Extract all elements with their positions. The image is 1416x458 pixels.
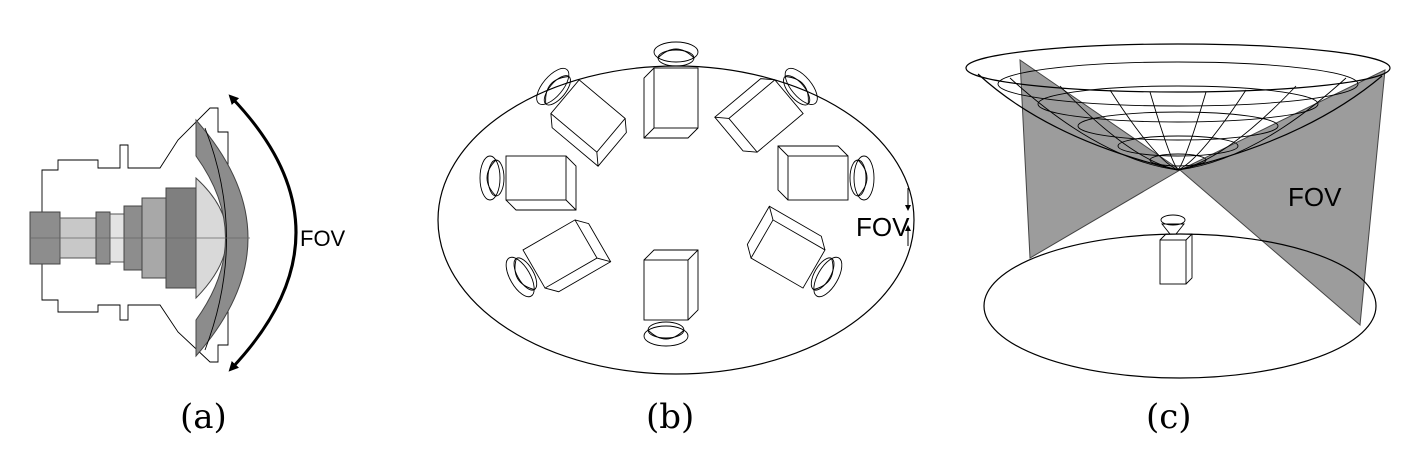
rig-ring xyxy=(437,65,915,375)
mirror-icon xyxy=(977,61,1383,171)
caption-a: (a) xyxy=(180,397,227,437)
fov-label-b: FOV xyxy=(856,212,910,242)
panel-c: FOV (c) xyxy=(965,43,1391,437)
fov-wedge-left xyxy=(1019,59,1181,259)
camera-icon xyxy=(479,155,577,211)
camera-icon xyxy=(524,62,634,167)
fov-label-a: FOV xyxy=(300,226,346,251)
fov-arc-a xyxy=(228,94,298,372)
fov-wedge-right xyxy=(1179,69,1386,327)
camera-icon xyxy=(741,205,853,302)
panel-b: FOV (b) xyxy=(437,41,915,437)
mirror-rim xyxy=(965,43,1391,93)
camera-icon xyxy=(777,145,875,201)
upward-camera-icon xyxy=(1159,214,1193,285)
camera-icon xyxy=(500,214,612,311)
fisheye-lens-icon xyxy=(29,107,250,363)
camera-icon xyxy=(643,41,699,139)
camera-icon xyxy=(714,55,824,160)
caption-c: (c) xyxy=(1146,397,1192,437)
camera-icon xyxy=(643,249,699,347)
fov-label-c: FOV xyxy=(1288,182,1342,212)
panel-a: FOV (a) xyxy=(29,94,346,437)
caption-b: (b) xyxy=(646,397,694,437)
